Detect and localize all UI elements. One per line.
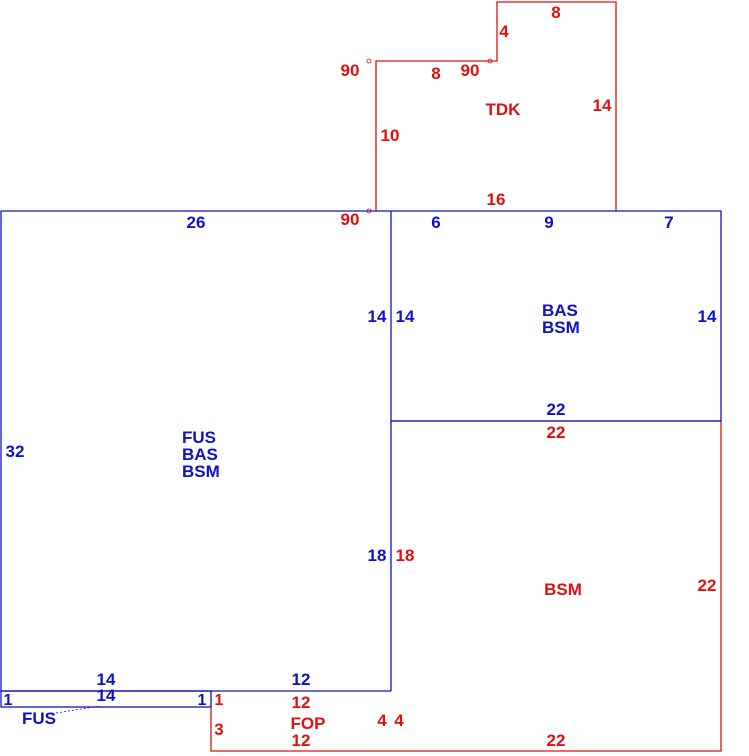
dim-fus-left: 1	[4, 692, 13, 709]
dim-bas-top-b: 9	[544, 213, 553, 232]
dim-tdk-angle-1: 90	[341, 61, 360, 80]
main-area-label-2: BAS	[182, 445, 218, 464]
dim-fop-top: 12	[292, 693, 311, 712]
fus-strip-outline	[0, 690, 212, 708]
tdk-outline	[375, 1, 617, 211]
bsm-area-label: BSM	[544, 580, 582, 599]
dim-bas-bottom: 22	[547, 400, 566, 419]
dim-tdk-left: 10	[381, 126, 400, 145]
dim-fop-left-top: 1	[215, 692, 224, 709]
dim-main-right-upper: 14	[368, 307, 387, 326]
tdk-area-label: TDK	[486, 100, 522, 119]
dim-tdk-top: 8	[551, 3, 560, 22]
dim-tdk-bottom: 16	[487, 190, 506, 209]
main-block-outline	[0, 210, 722, 692]
dim-bas-top-c: 7	[664, 213, 673, 232]
fop-area-label: FOP	[291, 714, 326, 733]
dim-tdk-step: 4	[499, 22, 509, 41]
dim-tdk-angle-2: 90	[461, 61, 480, 80]
dim-bsm-left: 18	[396, 546, 415, 565]
main-area-label-1: FUS	[182, 428, 216, 447]
dim-fus-right: 1	[198, 692, 207, 709]
dim-fop-right: 4	[377, 711, 387, 730]
dim-fop-bottom: 12	[292, 731, 311, 750]
dim-main-left: 32	[6, 442, 25, 461]
tdk-angle-marker	[487, 58, 493, 64]
fus-strip-area-label: FUS	[22, 709, 56, 728]
dim-bsm-left-bottom: 4	[394, 711, 404, 730]
bas-area-label-1: BAS	[542, 301, 578, 320]
dim-bsm-top: 22	[547, 423, 566, 442]
dim-bsm-right: 22	[698, 576, 717, 595]
dim-bsm-bottom: 22	[547, 731, 566, 750]
main-area-label-3: BSM	[182, 462, 220, 481]
tdk-angle-marker	[366, 58, 372, 64]
dim-main-bottom-left: 14	[97, 670, 116, 689]
bas-area-label-2: BSM	[542, 318, 580, 337]
dim-main-right-lower: 18	[368, 546, 387, 565]
dim-main-bottom-right: 12	[292, 670, 311, 689]
fop-outline	[210, 707, 391, 752]
dim-main-top: 26	[187, 213, 206, 232]
dim-bas-left: 14	[396, 307, 415, 326]
dim-bas-top-a: 6	[431, 213, 440, 232]
dim-tdk-top-left: 8	[431, 64, 440, 83]
dim-tdk-angle-3: 90	[341, 210, 360, 229]
fus-leader-line	[55, 705, 101, 714]
dim-tdk-right: 14	[593, 96, 612, 115]
dim-bas-right: 14	[698, 307, 717, 326]
dim-fus-top: 14	[97, 686, 116, 705]
dim-fop-left: 3	[214, 720, 223, 739]
